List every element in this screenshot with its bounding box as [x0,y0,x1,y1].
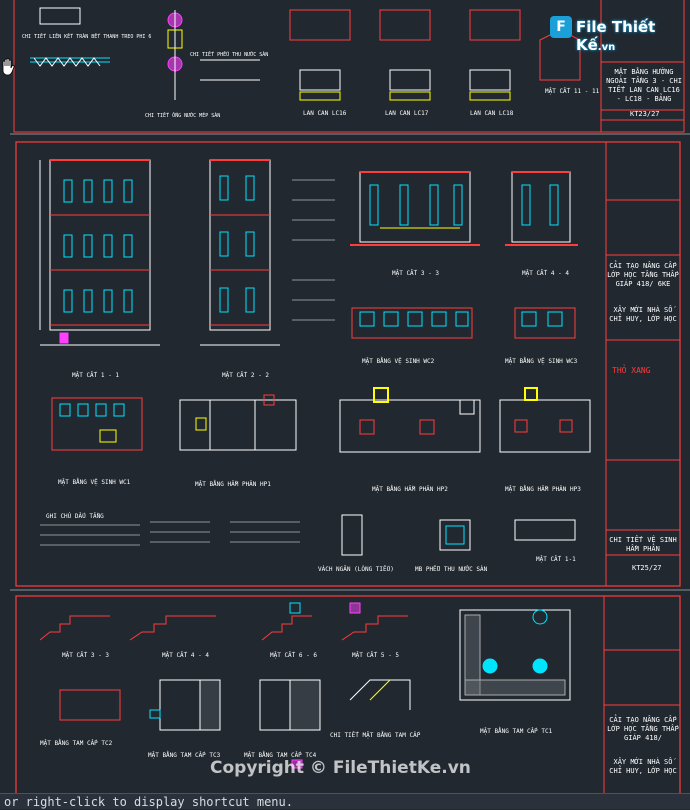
sheet2-label-partition: VÁCH NGĂN (LÒNG TIẾU) [318,566,394,573]
sheet1-label-section-11: MẶT CẮT 11 - 11 [545,88,600,95]
sheet-3-tc-plans [59,679,411,769]
sheet2-label-section-2-2: MẶT CẮT 2 - 2 [222,372,269,379]
hp2-plan-drawing [339,387,481,453]
sheet2-label-wc3: MẶT BẰNG VỆ SINH WC3 [505,358,578,365]
sheet3-project-subtitle: XÂY MỚI NHÀ SỐ CHỈ HUY, LỚP HỌC [609,758,677,775]
sheet2-label-wc1: MẶT BẰNG VỆ SINH WC1 [58,479,131,486]
sheet2-project-name: CẢI TẠO NÂNG CẤP LỚP HỌC TẦNG THẤP GIÁP … [607,262,679,288]
sheet3-label-section-3-3: MẶT CẮT 3 - 3 [62,652,109,659]
sheet1-label-pipe: CHI TIẾT ỐNG NƯỚC MÉP SÀN [145,113,221,119]
sheet3-label-tc1: MẶT BẰNG TAM CẤP TC1 [480,728,553,735]
sheet-2-detail-drawings [40,514,576,556]
sheet2-label-hp2: MẶT BẰNG HẦM PHÂN HP2 [372,486,448,493]
sheet1-sheet-number: KT23/27 [630,110,660,118]
sheet1-title-block-title: MẶT BẰNG HƯỚNG NGOÀI TẦNG 3 - CHI TIẾT L… [606,68,682,103]
sheet-1-drawings [30,7,581,101]
sheet-2-frame [10,141,690,591]
sheet1-label-lc18: LAN CAN LC18 [470,110,514,117]
wc1-plan-drawing [51,397,143,451]
sheet3-label-tc4: MẶT BẰNG TAM CẤP TC4 [244,752,317,759]
sheet1-label-floor-drain: CHI TIẾT PHỄU THU NƯỚC SÀN [190,52,269,58]
copyright-watermark: Copyright © FileThietKe.vn [210,758,471,778]
logo-suffix: .vn [597,42,616,53]
sheet2-label-hp3: MẶT BẰNG HẦM PHÂN HP3 [505,486,581,493]
sheet2-label-wc2: MẶT BẰNG VỆ SINH WC2 [362,358,435,365]
wc3-plan-drawing [514,307,576,339]
sheet1-label-lc16: LAN CAN LC16 [303,110,347,117]
sheet2-label-section-1-1b: MẶT CẮT 1-1 [536,556,576,563]
sheet-3-stair-sections [39,602,408,641]
sheet3-label-section-6-6: MẶT CẮT 6 - 6 [270,652,317,659]
hp3-plan-drawing [499,387,591,453]
section-3-3-drawing [350,171,480,246]
sheet2-stamp: THỎ XANG [612,366,651,375]
sheet2-project-subtitle: XÂY MỚI NHÀ SỐ CHỈ HUY, LỚP HỌC [609,306,677,323]
sheet1-label-tie-detail: CHI TIẾT LIÊN KẾT TRÀN BẾT THANH TREO PH… [22,34,152,40]
sheet3-label-tc3: MẶT BẰNG TAM CẤP TC3 [148,752,221,759]
hand-pan-icon [2,58,15,76]
logo-badge-icon: F [550,16,572,38]
notes-column [292,179,335,321]
sheet2-title: CHI TIẾT VỆ SINH HẦM PHÂN [609,536,677,553]
tc1-plan-drawing [459,609,571,701]
sheet2-label-level-notes: GHI CHÚ DẤU TẦNG [46,513,104,520]
sheet2-label-floor-drain-plan: MB PHỄU THU NƯỚC SÀN [415,566,488,573]
sheet3-label-section-5-5: MẶT CẮT 5 - 5 [352,652,399,659]
section-2-2-drawing [200,159,280,346]
logo-text: File Thiết Kế [576,18,656,54]
sheet2-label-hp1: MẶT BẰNG HẦM PHÂN HP1 [195,481,271,488]
sheet2-label-section-3-3: MẶT CẮT 3 - 3 [392,270,439,277]
sheet3-label-section-4-4: MẶT CẮT 4 - 4 [162,652,209,659]
section-1-1-drawing [39,159,160,346]
filethietke-logo: F File Thiết Kế.vn [550,14,680,54]
sheet3-project-name: CẢI TẠO NÂNG CẤP LỚP HỌC TẦNG THẤP GIÁP … [607,716,679,742]
sheet-1-frame [10,0,690,135]
hp1-plan-drawing [179,394,297,451]
sheet-3-frame [15,595,681,809]
sheet1-label-lc17: LAN CAN LC17 [385,110,429,117]
sheet2-sheet-number: KT25/27 [632,564,662,572]
sheet3-label-tc-detail: CHI TIẾT MẶT BẰNG TAM CẤP [330,732,421,739]
wc2-plan-drawing [351,307,473,339]
sheet3-label-tc2: MẶT BẰNG TAM CẤP TC2 [40,740,113,747]
command-line[interactable]: or right-click to display shortcut menu. [0,793,690,809]
section-4-4-drawing [505,171,578,246]
sheet2-label-section-4-4: MẶT CẮT 4 - 4 [522,270,569,277]
sheet2-label-section-1-1: MẶT CẮT 1 - 1 [72,372,119,379]
